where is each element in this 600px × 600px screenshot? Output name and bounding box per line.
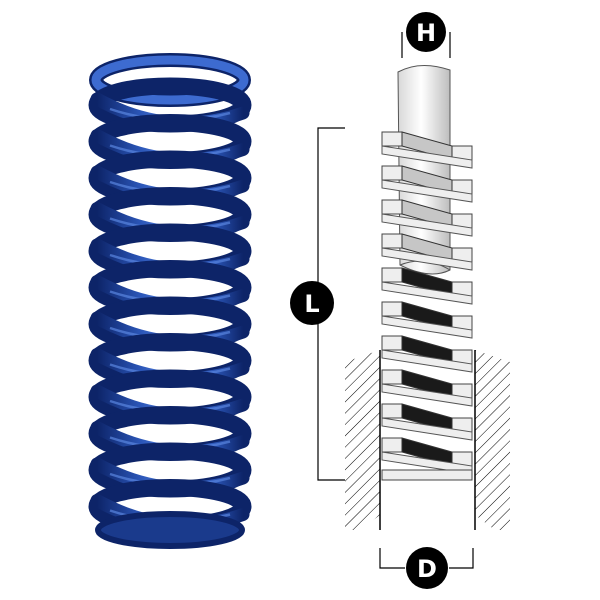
h-label: H: [416, 19, 436, 47]
d-ext-right: [449, 548, 474, 569]
blue-spring-photo: [88, 53, 252, 549]
bore-wall-left: [345, 350, 380, 530]
section-coil: [381, 165, 473, 203]
section-coil: [381, 131, 473, 169]
section-coil: [381, 301, 473, 339]
spring-base: [381, 469, 473, 481]
section-spring-coils: [381, 131, 473, 481]
section-coil: [381, 403, 473, 441]
section-coil: [381, 369, 473, 407]
section-coil: [381, 199, 473, 237]
spring-bottom-ring: [95, 511, 245, 549]
spring-cross-section: H L D: [290, 12, 510, 589]
l-label: L: [304, 290, 319, 318]
d-badge-circle: [406, 547, 448, 589]
h-badge: H: [406, 12, 446, 52]
blue-spring-coils: [88, 77, 252, 534]
section-coil: [381, 437, 473, 475]
d-ext-left: [379, 548, 405, 569]
h-badge-circle: [406, 12, 446, 52]
section-coil: [381, 335, 473, 373]
section-coil: [381, 267, 473, 305]
spring-top-ring-highlight: [91, 55, 249, 105]
l-badge: L: [290, 281, 334, 325]
d-label: D: [417, 555, 437, 583]
bore-wall-right: [475, 350, 510, 530]
d-badge: D: [406, 547, 448, 589]
section-coil: [381, 233, 473, 271]
l-badge-circle: [290, 281, 334, 325]
